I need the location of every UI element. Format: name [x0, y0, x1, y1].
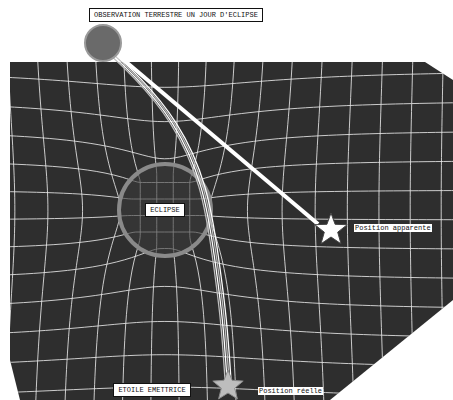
- grid-line: [0, 190, 453, 199]
- grid-line: [93, 31, 120, 400]
- label-text: Position réelle: [259, 387, 322, 395]
- spacetime-grid: [0, 13, 453, 400]
- grid-line: [441, 24, 444, 400]
- real-position-label: Position réelle: [258, 387, 323, 395]
- grid-line: [282, 29, 295, 400]
- title-box: OBSERVATION TERRESTRE UN JOUR D'ECLIPSE: [89, 8, 263, 22]
- grid-line: [0, 102, 453, 122]
- grid-line: [0, 72, 453, 87]
- real-star: [213, 370, 243, 399]
- grid-line: [0, 43, 453, 55]
- grid-line: [64, 30, 82, 400]
- apparent-line: [112, 50, 318, 224]
- grid-line: [410, 25, 414, 400]
- grid-line: [315, 28, 325, 400]
- grid-line: [247, 30, 265, 400]
- grid-line: [0, 286, 453, 308]
- light-rays: [107, 52, 231, 380]
- grid-line: [0, 216, 453, 220]
- grid-line: [379, 26, 384, 400]
- node-text: ECLIPSE: [150, 206, 179, 214]
- grid-line: [5, 28, 15, 400]
- sun-ring: [119, 164, 211, 256]
- eclipse-label-box: ECLIPSE: [145, 203, 184, 217]
- label-text: Position apparente: [355, 224, 431, 232]
- apparent-position-label: Position apparente: [354, 224, 432, 232]
- grid-line: [0, 232, 453, 249]
- grid-line: [0, 249, 453, 279]
- earth: [85, 25, 121, 61]
- apparent-star: [315, 213, 347, 244]
- grid-line: [347, 26, 354, 400]
- grid-line: [35, 29, 48, 400]
- spacetime-plane: [10, 62, 453, 400]
- grid-line: [0, 161, 453, 182]
- node-text: OBSERVATION TERRESTRE UN JOUR D'ECLIPSE: [94, 11, 258, 19]
- source-star-box: ETOILE EMETTRICE: [113, 383, 190, 397]
- node-text: ETOILE EMETTRICE: [118, 386, 185, 394]
